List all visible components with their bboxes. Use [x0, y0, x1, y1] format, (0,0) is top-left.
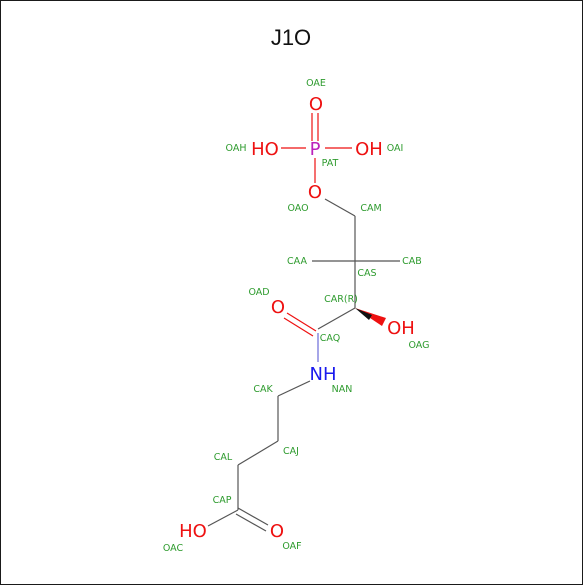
- bond-caj-cal: [237, 440, 279, 466]
- bond-car-caq: [317, 307, 356, 330]
- wedge-bond-car-oag-base: [355, 308, 372, 320]
- label-caj: CAJ: [283, 446, 299, 457]
- label-caa: CAA: [287, 256, 307, 267]
- label-pat: PAT: [322, 158, 339, 169]
- atom-annotations: OAE OAH OAI PAT OAO CAM CAA CAB CAS OAD …: [163, 78, 430, 554]
- atom-symbols: O HO P OH O O OH NH HO O: [179, 94, 415, 542]
- bond-caq-oad-b: [283, 317, 314, 337]
- bond-nan-cak: [277, 380, 311, 397]
- label-cak: CAK: [253, 384, 273, 395]
- label-oad: OAD: [248, 287, 269, 298]
- label-car: CAR(R): [324, 294, 358, 305]
- molecule-title: J1O: [271, 25, 311, 50]
- label-oac: OAC: [163, 543, 184, 554]
- label-cap: CAP: [213, 495, 232, 506]
- atom-nan: NH: [310, 364, 337, 385]
- label-cam: CAM: [360, 203, 381, 214]
- atom-oai: OH: [355, 139, 383, 160]
- bond-oao-cam: [324, 198, 356, 217]
- label-cal: CAL: [214, 452, 233, 463]
- label-oag: OAG: [408, 340, 429, 351]
- atom-oah: HO: [251, 139, 279, 160]
- label-oaf: OAF: [282, 541, 301, 552]
- atom-oae: O: [309, 94, 323, 115]
- bond-cap-oac: [207, 509, 239, 527]
- label-oao: OAO: [287, 203, 308, 214]
- bond-cap-oaf-a: [237, 507, 269, 526]
- label-oah: OAH: [226, 143, 247, 154]
- atom-pat: P: [310, 139, 321, 160]
- label-cas: CAS: [357, 268, 376, 279]
- atom-oac: HO: [179, 521, 207, 542]
- atom-oaf: O: [270, 521, 284, 542]
- label-caq: CAQ: [320, 333, 340, 344]
- label-cab: CAB: [402, 256, 422, 267]
- bond-caq-oad-a: [286, 312, 317, 332]
- label-oai: OAI: [387, 143, 404, 154]
- bonds: [207, 113, 400, 532]
- bond-cap-oaf-b: [235, 513, 267, 532]
- label-nan: NAN: [332, 384, 353, 395]
- label-oae: OAE: [306, 78, 326, 89]
- atom-oad: O: [271, 297, 285, 318]
- atom-oag: OH: [387, 318, 415, 339]
- atom-oao: O: [308, 182, 322, 203]
